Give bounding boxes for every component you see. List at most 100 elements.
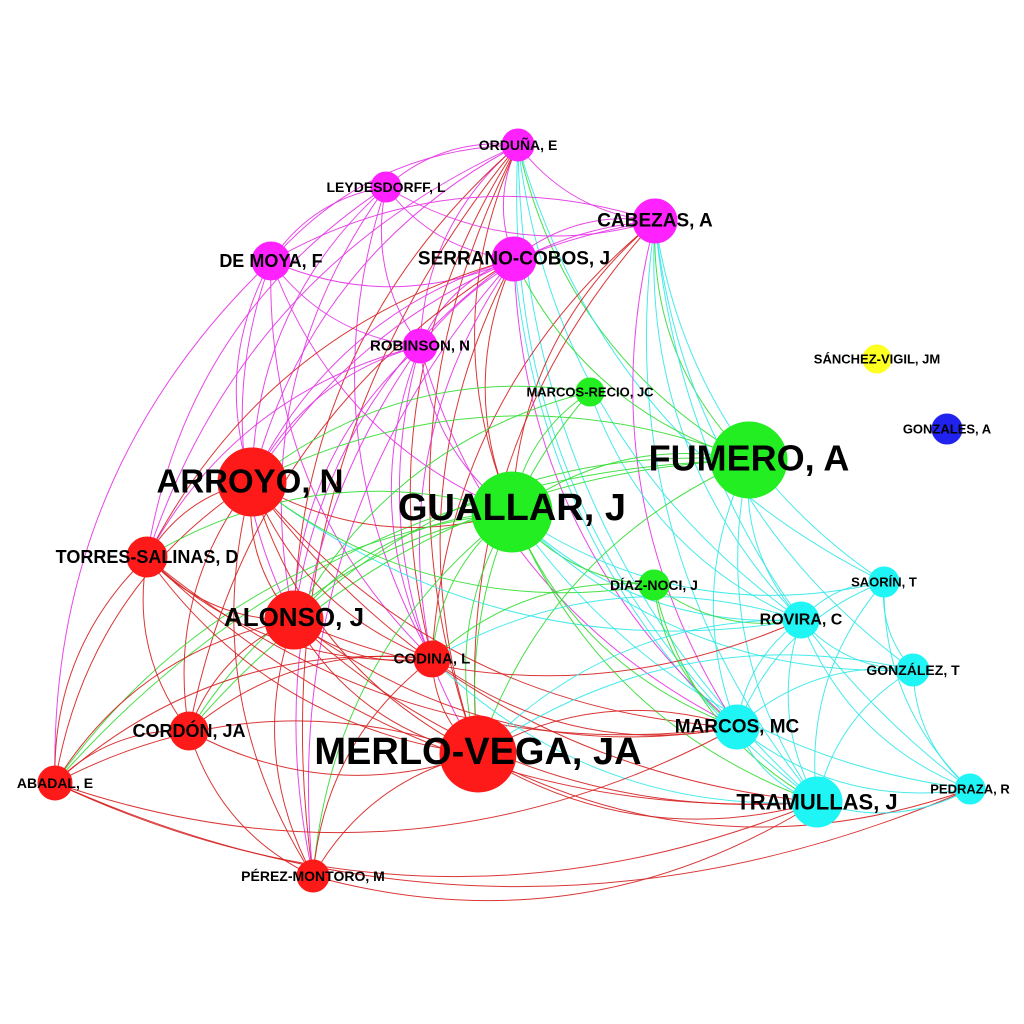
edge-guallar-abadal bbox=[54, 511, 513, 784]
node-merlo[interactable] bbox=[439, 715, 517, 793]
node-codina[interactable] bbox=[413, 640, 451, 678]
edge-diaznoci-tramullas bbox=[653, 584, 818, 803]
edge-orduna-leydesdorff bbox=[385, 143, 519, 188]
node-label-arroyo: ARROYO, N bbox=[156, 463, 343, 500]
edge-gonzalezt-marcosmc bbox=[736, 668, 914, 728]
edge-alonso-tramullas bbox=[293, 619, 818, 805]
edge-alonso-rovira bbox=[293, 619, 802, 677]
node-sanchezvigil[interactable] bbox=[862, 344, 892, 374]
edge-serrano-perezmontoro bbox=[308, 258, 515, 877]
edge-robinson-alonso bbox=[293, 345, 421, 621]
edge-demoya-serrano bbox=[270, 258, 515, 288]
edge-cabezas-pedraza bbox=[654, 220, 971, 790]
node-cordon[interactable] bbox=[169, 711, 209, 751]
edge-serrano-arroyo bbox=[251, 258, 515, 483]
node-alonso[interactable] bbox=[264, 590, 324, 650]
edge-torres-abadal bbox=[54, 556, 148, 784]
edge-abadal-pedraza bbox=[54, 782, 971, 888]
edge-marcosrecio-merlo bbox=[473, 391, 591, 755]
node-diaznoci[interactable] bbox=[638, 569, 670, 601]
edge-robinson-merlo bbox=[398, 345, 479, 755]
node-label-saorin: SAORÍN, T bbox=[851, 575, 917, 590]
node-label-robinson: ROBINSON, N bbox=[370, 338, 470, 355]
edge-leydesdorff-torres bbox=[146, 186, 387, 558]
edge-orduna-codina bbox=[409, 144, 519, 660]
edge-serrano-marcosmc bbox=[513, 258, 738, 728]
node-marcosrecio[interactable] bbox=[575, 377, 605, 407]
node-cabezas[interactable] bbox=[632, 198, 678, 244]
node-pedraza[interactable] bbox=[954, 773, 986, 805]
edge-demoya-robinson bbox=[270, 260, 421, 347]
edge-cabezas-arroyo bbox=[251, 220, 656, 483]
edge-leydesdorff-alonso bbox=[280, 186, 387, 621]
edge-arroyo-rovira bbox=[251, 481, 802, 632]
edge-abadal-tramullas bbox=[54, 782, 818, 878]
edge-arroyo-tramullas bbox=[251, 481, 818, 803]
node-gonzales[interactable] bbox=[931, 413, 963, 445]
node-arroyo[interactable] bbox=[217, 447, 287, 517]
node-rovira[interactable] bbox=[782, 601, 820, 639]
edge-marcosrecio-arroyo bbox=[251, 385, 591, 483]
node-label-perezmontoro: PÉREZ-MONTORO, M bbox=[241, 868, 385, 884]
node-label-leydesdorff: LEYDESDORFF, L bbox=[326, 179, 445, 195]
node-robinson[interactable] bbox=[402, 328, 438, 364]
node-guallar[interactable] bbox=[471, 471, 553, 553]
edge-cordon-perezmontoro bbox=[188, 730, 314, 877]
node-label-fumero: FUMERO, A bbox=[649, 438, 850, 479]
node-leydesdorff[interactable] bbox=[370, 171, 402, 203]
node-torres[interactable] bbox=[126, 536, 168, 578]
node-label-guallar: GUALLAR, J bbox=[398, 487, 626, 529]
edge-demoya-alonso bbox=[241, 260, 295, 621]
node-label-pedraza: PEDRAZA, R bbox=[930, 782, 1010, 797]
node-perezmontoro[interactable] bbox=[296, 859, 330, 893]
node-label-merlo: MERLO-VEGA, JA bbox=[314, 731, 641, 773]
node-label-marcosrecio: MARCOS-RECIO, JC bbox=[526, 385, 654, 400]
edge-demoya-abadal bbox=[54, 260, 272, 784]
edge-guallar-pedraza bbox=[511, 511, 971, 790]
node-orduna[interactable] bbox=[501, 128, 535, 162]
edge-guallar-cordon bbox=[188, 511, 513, 732]
edge-torres-marcosmc bbox=[146, 556, 738, 736]
node-label-rovira: ROVIRA, C bbox=[760, 612, 843, 629]
node-label-demoya: DE MOYA, F bbox=[219, 251, 322, 271]
edge-serrano-torres bbox=[146, 258, 515, 558]
edge-cabezas-guallar bbox=[511, 220, 656, 513]
edge-orduna-saorin bbox=[517, 144, 885, 583]
node-fumero[interactable] bbox=[710, 421, 788, 499]
node-tramullas[interactable] bbox=[791, 776, 843, 828]
edge-codina-abadal bbox=[54, 655, 433, 784]
edge-serrano-fumero bbox=[513, 258, 750, 461]
edge-guallar-perezmontoro bbox=[312, 511, 513, 877]
node-saorin[interactable] bbox=[868, 566, 900, 598]
node-marcosmc[interactable] bbox=[714, 704, 760, 750]
edge-cabezas-fumero bbox=[654, 220, 750, 461]
edge-saorin-tramullas bbox=[814, 581, 885, 803]
edge-fumero-merlo bbox=[477, 459, 750, 755]
edge-fumero-cordon bbox=[188, 459, 750, 732]
edge-cabezas-tramullas bbox=[645, 220, 818, 803]
node-demoya[interactable] bbox=[251, 241, 291, 281]
node-label-cordon: CORDÓN, JA bbox=[132, 720, 245, 741]
edge-alonso-perezmontoro bbox=[274, 619, 314, 877]
edge-marcosrecio-alonso bbox=[293, 391, 591, 621]
node-abadal[interactable] bbox=[37, 765, 73, 801]
edge-saorin-marcosmc bbox=[736, 581, 885, 728]
edge-codina-tramullas bbox=[431, 658, 818, 804]
edge-cabezas-rovira bbox=[653, 220, 802, 621]
node-gonzalezt[interactable] bbox=[896, 653, 930, 687]
edge-codina-marcosmc bbox=[431, 658, 738, 736]
edge-orduna-arroyo bbox=[251, 144, 519, 483]
edge-marcosmc-pedraza bbox=[736, 726, 971, 794]
edge-guallar-rovira bbox=[511, 511, 802, 622]
node-label-abadal: ABADAL, E bbox=[17, 775, 93, 791]
edge-abadal-marcosmc bbox=[54, 726, 738, 834]
node-layer bbox=[37, 128, 986, 893]
node-serrano[interactable] bbox=[491, 236, 537, 282]
edge-arroyo-marcosmc bbox=[251, 481, 738, 728]
edge-codina-perezmontoro bbox=[312, 658, 433, 877]
edge-arroyo-perezmontoro bbox=[233, 481, 314, 877]
edge-fumero-tramullas bbox=[737, 459, 818, 803]
node-label-codina: CODINA, L bbox=[394, 651, 471, 668]
edge-saorin-pedraza bbox=[883, 581, 971, 790]
